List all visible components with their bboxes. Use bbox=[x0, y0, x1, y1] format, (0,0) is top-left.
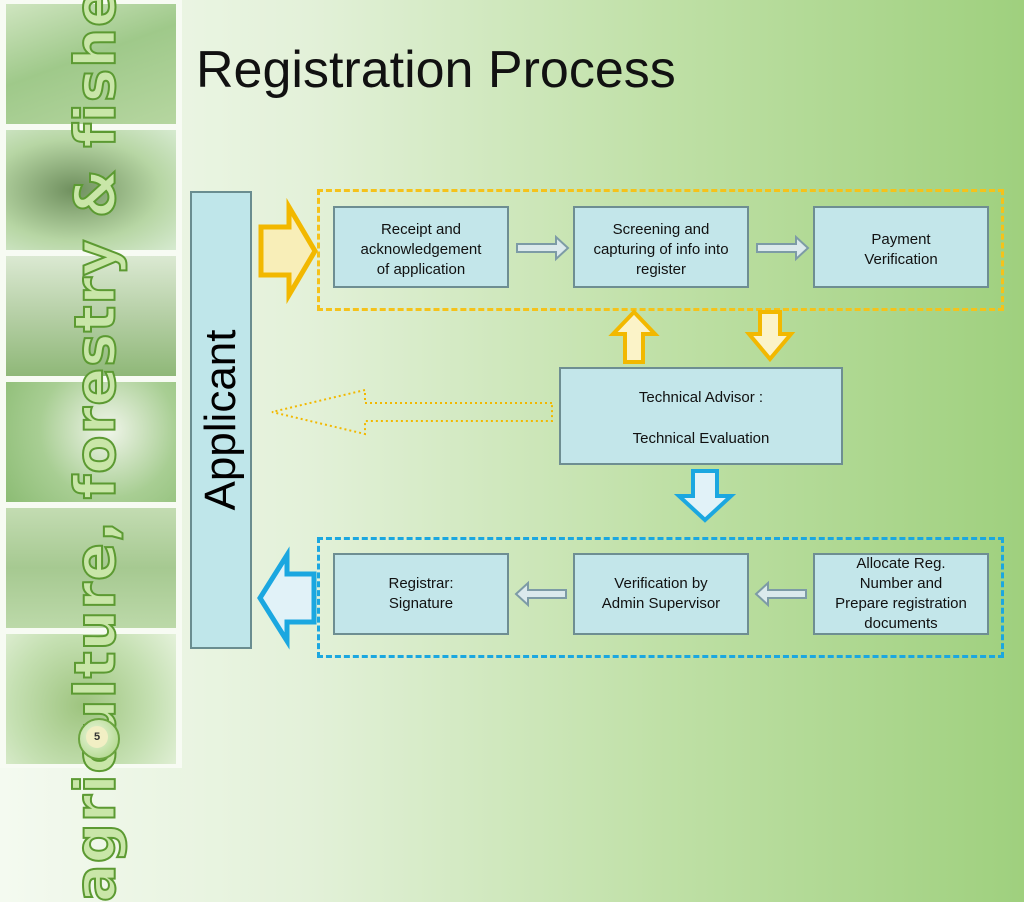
arrow-applicant-to-top-icon bbox=[258, 197, 318, 305]
bottom-process-group bbox=[317, 537, 1004, 658]
step-screening: Screening and capturing of info into reg… bbox=[573, 206, 749, 288]
arrow-back-to-applicant-icon bbox=[271, 388, 553, 436]
arrow-screening-to-payment-icon bbox=[756, 234, 810, 262]
arrow-down-from-payment-icon bbox=[744, 310, 796, 363]
step-registrar: Registrar: Signature bbox=[333, 553, 509, 635]
applicant-box bbox=[190, 191, 252, 649]
step-verification: Verification by Admin Supervisor bbox=[573, 553, 749, 635]
arrow-bottom-to-applicant-icon bbox=[257, 546, 317, 650]
photo-farmer bbox=[6, 4, 176, 124]
top-process-group bbox=[317, 189, 1004, 311]
step-allocate: Allocate Reg. Number and Prepare registr… bbox=[813, 553, 989, 635]
photo-calf bbox=[6, 130, 176, 250]
technical-advisor-label: Technical Advisor : bbox=[638, 389, 764, 406]
arrow-receipt-to-screening-icon bbox=[516, 234, 570, 262]
photo-strip: agriculture, forestry & fisheries 5 bbox=[0, 0, 182, 902]
step-payment: Payment Verification bbox=[813, 206, 989, 288]
arrow-up-to-screening-icon bbox=[608, 309, 660, 364]
arrow-allocate-to-verification-icon bbox=[754, 580, 807, 608]
technical-evaluation-label: Technical Evaluation bbox=[632, 430, 770, 447]
arrow-down-to-bottom-icon bbox=[673, 469, 737, 523]
arrow-verification-to-registrar-icon bbox=[514, 580, 567, 608]
page-number: 5 bbox=[86, 726, 108, 748]
photo-livestock bbox=[6, 508, 176, 628]
page-title: Registration Process bbox=[196, 41, 676, 99]
logo-icon bbox=[78, 718, 120, 760]
step-receipt: Receipt and acknowledgement of applicati… bbox=[333, 206, 509, 288]
flow-arrows bbox=[257, 197, 810, 650]
step-technical-advisor: Technical Advisor : Technical Evaluation bbox=[559, 367, 843, 465]
photo-cotton bbox=[6, 382, 176, 502]
photo-silos bbox=[6, 256, 176, 376]
